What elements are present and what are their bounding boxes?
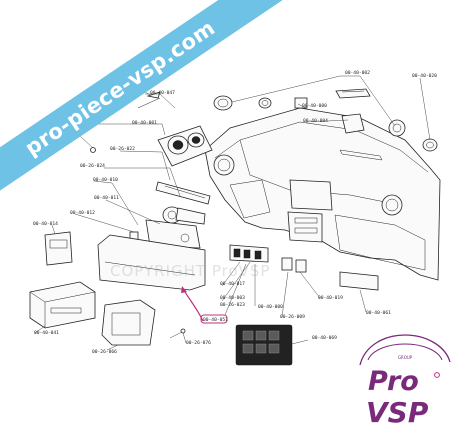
centre-console-slot xyxy=(294,217,318,224)
trim-strip xyxy=(339,271,379,291)
small-vent-top xyxy=(294,97,308,109)
steering-column-bracket xyxy=(155,181,211,205)
lower-dash-panel xyxy=(97,234,206,291)
logo-car-body xyxy=(367,343,443,361)
centre-console-opening xyxy=(289,179,333,211)
logo-car-outline xyxy=(359,334,451,366)
storage-bin xyxy=(44,231,73,266)
cubby-box xyxy=(101,299,156,346)
defrost-slot xyxy=(339,149,383,161)
part-label: 00-26-076 xyxy=(186,340,211,346)
copyright-watermark: COPYRIGHT ProVSP xyxy=(110,262,271,280)
dashboard-top-edge xyxy=(214,121,429,173)
dashboard-fold-line xyxy=(239,139,401,206)
dashboard-left-vent xyxy=(213,154,235,176)
round-vent-top-left xyxy=(213,95,233,111)
round-vent-right xyxy=(388,119,406,137)
logo-group-text: GROUP xyxy=(398,355,413,360)
switch-block xyxy=(281,257,307,273)
round-vent-top-centre xyxy=(258,97,272,109)
dashboard-right-vent xyxy=(381,194,403,216)
part-label: 00-40-051 xyxy=(203,317,228,323)
part-label: 00-40-069 xyxy=(312,335,337,341)
part-label: 00-40-000 xyxy=(302,103,327,109)
leader-lines xyxy=(34,75,431,351)
part-label: 00-26-066 xyxy=(92,349,117,355)
centre-console-slot-2 xyxy=(294,227,318,234)
part-label: 00-40-002 xyxy=(345,70,370,76)
part-label: 00-26-009 xyxy=(280,314,305,320)
centre-console-lower xyxy=(287,211,323,243)
part-label: 00-40-020 xyxy=(412,73,437,79)
part-label: 00-40-014 xyxy=(33,221,58,227)
part-label: 00-40-001 xyxy=(132,120,157,126)
instrument-cluster xyxy=(157,125,213,167)
heater-control-panel xyxy=(229,244,269,263)
highlight-arrow xyxy=(183,289,204,322)
part-label: 00-40-010 xyxy=(93,177,118,183)
highlight-label-box xyxy=(200,314,228,324)
radio-unit xyxy=(29,281,96,329)
part-label: 00-40-041 xyxy=(34,330,59,336)
part-label: 00-40-017 xyxy=(220,281,245,287)
switch-pack-photo xyxy=(235,324,293,366)
highlight-arrow-head xyxy=(181,286,187,293)
provsp-logo: GROUP Pro VSP xyxy=(359,334,451,429)
small-fastener xyxy=(169,328,186,339)
small-screw-left xyxy=(90,147,96,153)
part-label: 00-40-011 xyxy=(94,195,119,201)
part-label: 00-26-023 xyxy=(220,302,245,308)
part-label: 00-40-061 xyxy=(366,310,391,316)
dashboard-column-aperture xyxy=(229,179,271,219)
column-lower-cover xyxy=(145,219,201,249)
round-vent-far-right xyxy=(422,138,438,152)
part-label: 00-40-019 xyxy=(318,295,343,301)
logo-vsp-text: VSP xyxy=(366,396,429,429)
part-label: 00-40-047 xyxy=(150,90,175,96)
part-label: 00-40-012 xyxy=(70,210,95,216)
centre-vent-block xyxy=(341,113,365,134)
logo-pro-text: Pro xyxy=(368,366,419,397)
centre-vent-strip xyxy=(335,88,371,99)
part-label: 00-26-024 xyxy=(80,163,105,169)
dashboard-left-vent-inner xyxy=(217,158,231,172)
part-label: 00-26-022 xyxy=(110,146,135,152)
logo-dot xyxy=(434,372,440,378)
steering-column-shroud xyxy=(162,206,206,225)
part-label: 00-40-003 xyxy=(220,295,245,301)
dashboard-right-vent-inner xyxy=(385,198,399,212)
dashboard-glovebox-zone xyxy=(334,214,426,271)
part-label: 00-40-000 xyxy=(258,304,283,310)
part-label: 00-40-004 xyxy=(303,118,328,124)
